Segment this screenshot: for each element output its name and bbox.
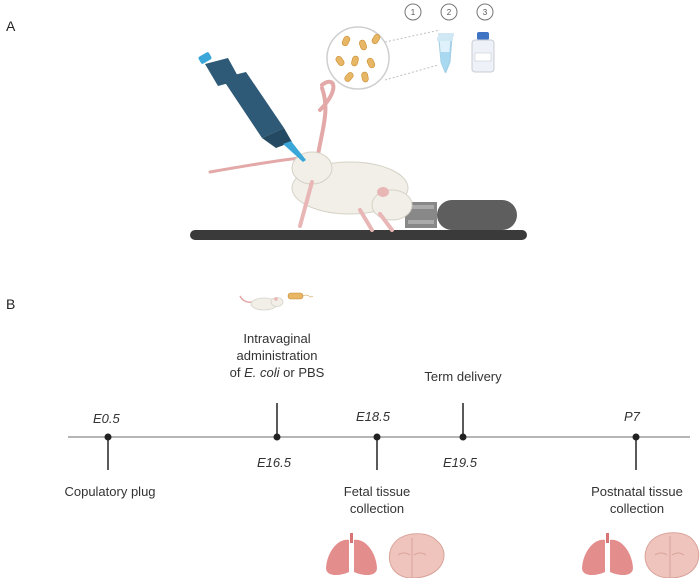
date-label-e05: E0.5 bbox=[93, 411, 120, 426]
event-postnatal-collection: Postnatal tissue collection bbox=[567, 483, 700, 517]
tube-2-icon bbox=[437, 37, 453, 74]
dot-e185 bbox=[373, 433, 381, 441]
dot-e165 bbox=[273, 433, 281, 441]
event-administration-ecoli: E. coli bbox=[244, 365, 280, 380]
event-administration: Intravaginal administration of E. coli o… bbox=[207, 330, 347, 381]
step-circle-1 bbox=[404, 3, 422, 21]
pipette-illustration bbox=[198, 52, 306, 162]
dot-e195 bbox=[459, 433, 467, 441]
date-label-e165: E16.5 bbox=[257, 455, 291, 470]
date-label-p7: P7 bbox=[624, 409, 640, 424]
fetal-lung-icon bbox=[326, 533, 377, 576]
step-number-1: 1 bbox=[411, 8, 416, 17]
mouse-illustration bbox=[208, 79, 413, 232]
step-number-2: 2 bbox=[447, 8, 452, 17]
bacterium-icon bbox=[287, 292, 314, 300]
bacteria-magnifier bbox=[326, 26, 441, 90]
event-administration-rest: or PBS bbox=[279, 365, 325, 380]
event-postnatal-line2: collection bbox=[609, 501, 665, 516]
platform bbox=[190, 230, 527, 240]
event-administration-of: of bbox=[229, 365, 245, 380]
restrainer-tube bbox=[405, 200, 517, 230]
event-administration-line1: Intravaginal bbox=[243, 331, 311, 346]
postnatal-lung-icon bbox=[582, 533, 633, 576]
event-administration-line3: of E. coli or PBS bbox=[207, 364, 347, 381]
panel-label-b: B bbox=[6, 296, 16, 312]
event-postnatal-line1: Postnatal tissue bbox=[591, 484, 683, 499]
panel-label-a: A bbox=[6, 18, 16, 34]
bottle-icon bbox=[471, 32, 495, 73]
fetal-brain-icon bbox=[388, 533, 445, 578]
dot-e05 bbox=[104, 433, 112, 441]
event-fetal-line2: collection bbox=[349, 501, 405, 516]
small-mouse-icon bbox=[239, 295, 284, 311]
event-administration-line2: administration bbox=[236, 348, 318, 363]
event-term-delivery: Term delivery bbox=[424, 369, 502, 384]
dot-p7 bbox=[632, 433, 640, 441]
step-number-3: 3 bbox=[483, 8, 488, 17]
event-fetal-line1: Fetal tissue bbox=[343, 484, 411, 499]
date-label-e185: E18.5 bbox=[356, 409, 390, 424]
date-label-e195: E19.5 bbox=[443, 455, 477, 470]
step-circle-2 bbox=[440, 3, 458, 21]
event-fetal-collection: Fetal tissue collection bbox=[312, 483, 442, 517]
postnatal-brain-icon bbox=[644, 532, 700, 578]
step-circle-3 bbox=[476, 3, 494, 21]
event-copulatory-plug: Copulatory plug bbox=[64, 484, 156, 499]
